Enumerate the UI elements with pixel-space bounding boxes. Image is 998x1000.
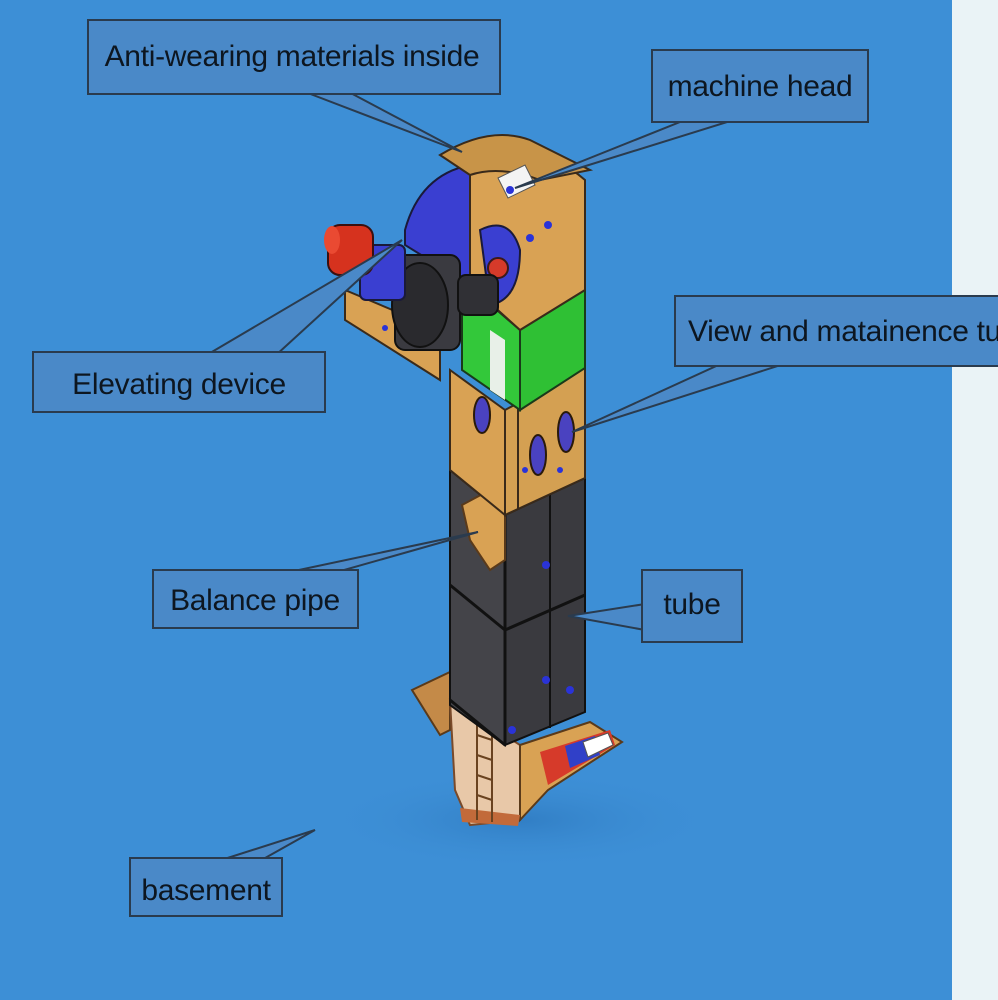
callout-balance-pipe-label: Balance pipe	[170, 584, 340, 617]
callout-balance-pipe-box	[152, 569, 359, 629]
callout-machine-head: machine head	[514, 49, 869, 189]
bucket-elevator	[324, 134, 624, 827]
callout-elevating-device: Elevating device	[32, 239, 403, 413]
callout-tube-label: tube	[663, 588, 720, 621]
callout-tube-box	[641, 569, 743, 643]
callout-view-tube-box	[674, 295, 998, 367]
callout-view-tube-pointer	[571, 361, 791, 433]
callout-machine-head-label: machine head	[668, 70, 853, 103]
callout-basement-box	[129, 857, 283, 917]
callout-balance-pipe: Balance pipe	[152, 531, 479, 629]
callout-anti-wearing-label: Anti-wearing materials inside	[105, 40, 480, 73]
drive-assembly	[324, 224, 499, 382]
callout-view-tube-label: View and matainence tube	[688, 315, 998, 348]
callout-machine-head-box	[651, 49, 869, 123]
callout-view-tube: View and matainence tube	[571, 295, 998, 433]
callout-tube: tube	[567, 569, 743, 643]
callout-basement: basement	[129, 829, 316, 917]
callout-elevating-device-label: Elevating device	[72, 368, 286, 401]
callout-elevating-device-box	[32, 351, 326, 413]
callout-basement-label: basement	[141, 874, 271, 907]
callout-anti-wearing: Anti-wearing materials inside	[87, 19, 501, 153]
right-edge-strip	[952, 0, 998, 1000]
callout-anti-wearing-box	[87, 19, 501, 95]
callout-balance-pipe-pointer	[279, 531, 479, 575]
callout-anti-wearing-pointer	[299, 89, 463, 153]
